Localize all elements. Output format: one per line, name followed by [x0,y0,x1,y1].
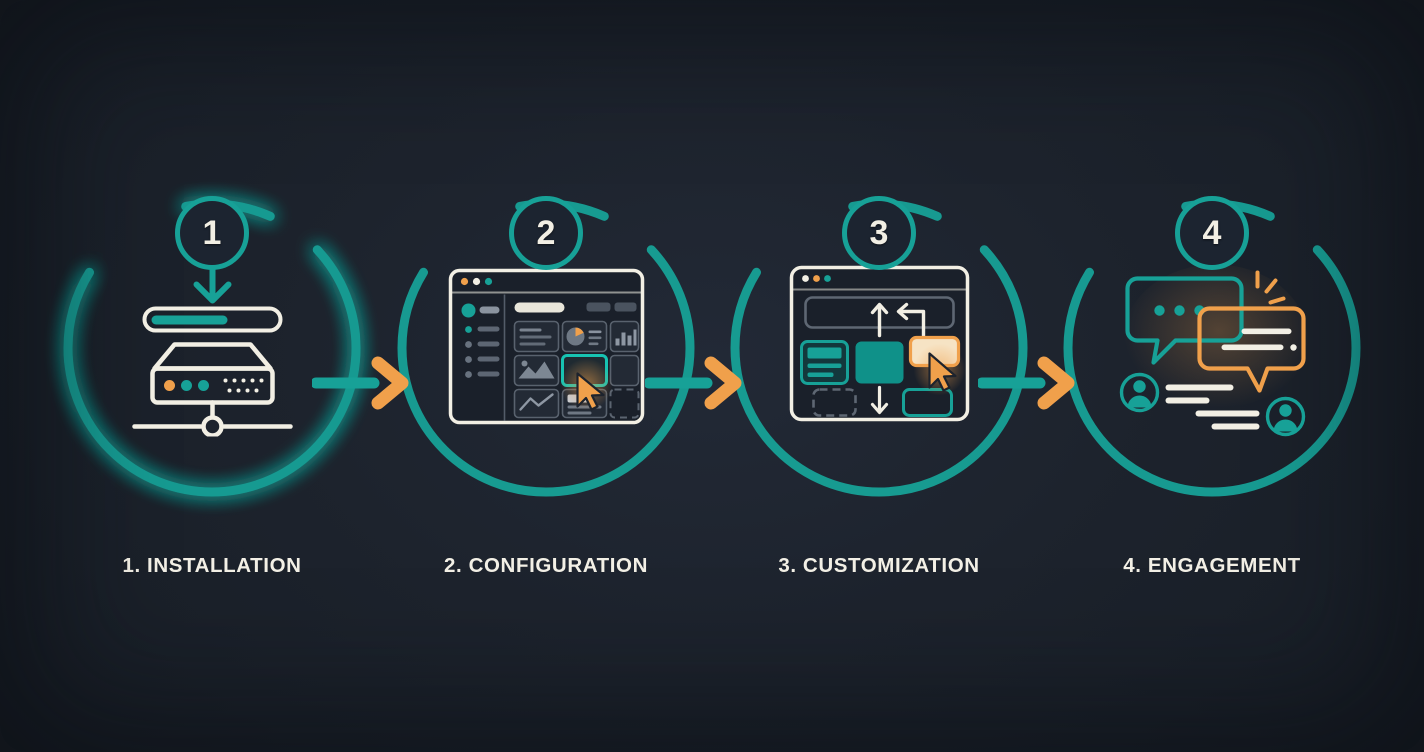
step-1-ring-wrap: 1 [62,168,362,508]
arrow-step2-to-step3 [643,355,755,411]
orange-speech-bubble [1196,305,1306,393]
step-installation[interactable]: 1 [62,168,362,588]
step-4-number: 4 [1202,213,1222,252]
sidebar-menu [461,294,505,420]
server-leds [163,379,209,391]
message-lines-right [1195,410,1259,429]
sparkle-rays [1255,270,1285,304]
server-vents [223,378,263,392]
step-1-label: 1. INSTALLATION [122,554,302,577]
drag-drop-layout-icon [772,254,987,439]
step-4-label: 4. ENGAGEMENT [1123,554,1301,577]
step-3-number: 3 [869,213,889,252]
step-2-ring-wrap: 2 [396,168,696,508]
move-arrows [870,302,925,337]
chat-engagement-icon [1105,254,1320,439]
message-lines-left [1165,384,1233,403]
step-4-number-badge: 4 [1175,196,1249,270]
step-2-number-badge: 2 [509,196,583,270]
dashed-dropzone [811,387,857,417]
step-3-label: 3. CUSTOMIZATION [778,554,980,577]
user-avatar-left [1119,372,1159,412]
arrow-step3-to-step4 [976,355,1088,411]
mouse-cursor-icon [927,351,957,392]
user-avatar-right [1265,396,1305,436]
progress-bar [142,306,282,332]
step-1-number-badge: 1 [175,196,249,270]
arrow-step1-to-step2 [310,355,422,411]
mouse-cursor-icon [575,371,605,411]
step-3-ring-wrap: 3 [729,168,1029,508]
step-customization[interactable]: 3 [729,168,1029,588]
step-2-number: 2 [536,213,556,252]
step-2-label: 2. CONFIGURATION [444,554,648,577]
server-device [149,341,275,405]
step-3-number-badge: 3 [842,196,916,270]
teal-block [855,341,903,383]
network-node [131,399,293,436]
step-configuration[interactable]: 2 [396,168,696,588]
step-engagement[interactable]: 4 [1062,168,1362,588]
dashboard-window-icon [439,254,654,439]
step-1-number: 1 [202,213,222,252]
step-4-ring-wrap: 4 [1062,168,1362,508]
server-install-icon [105,254,320,439]
